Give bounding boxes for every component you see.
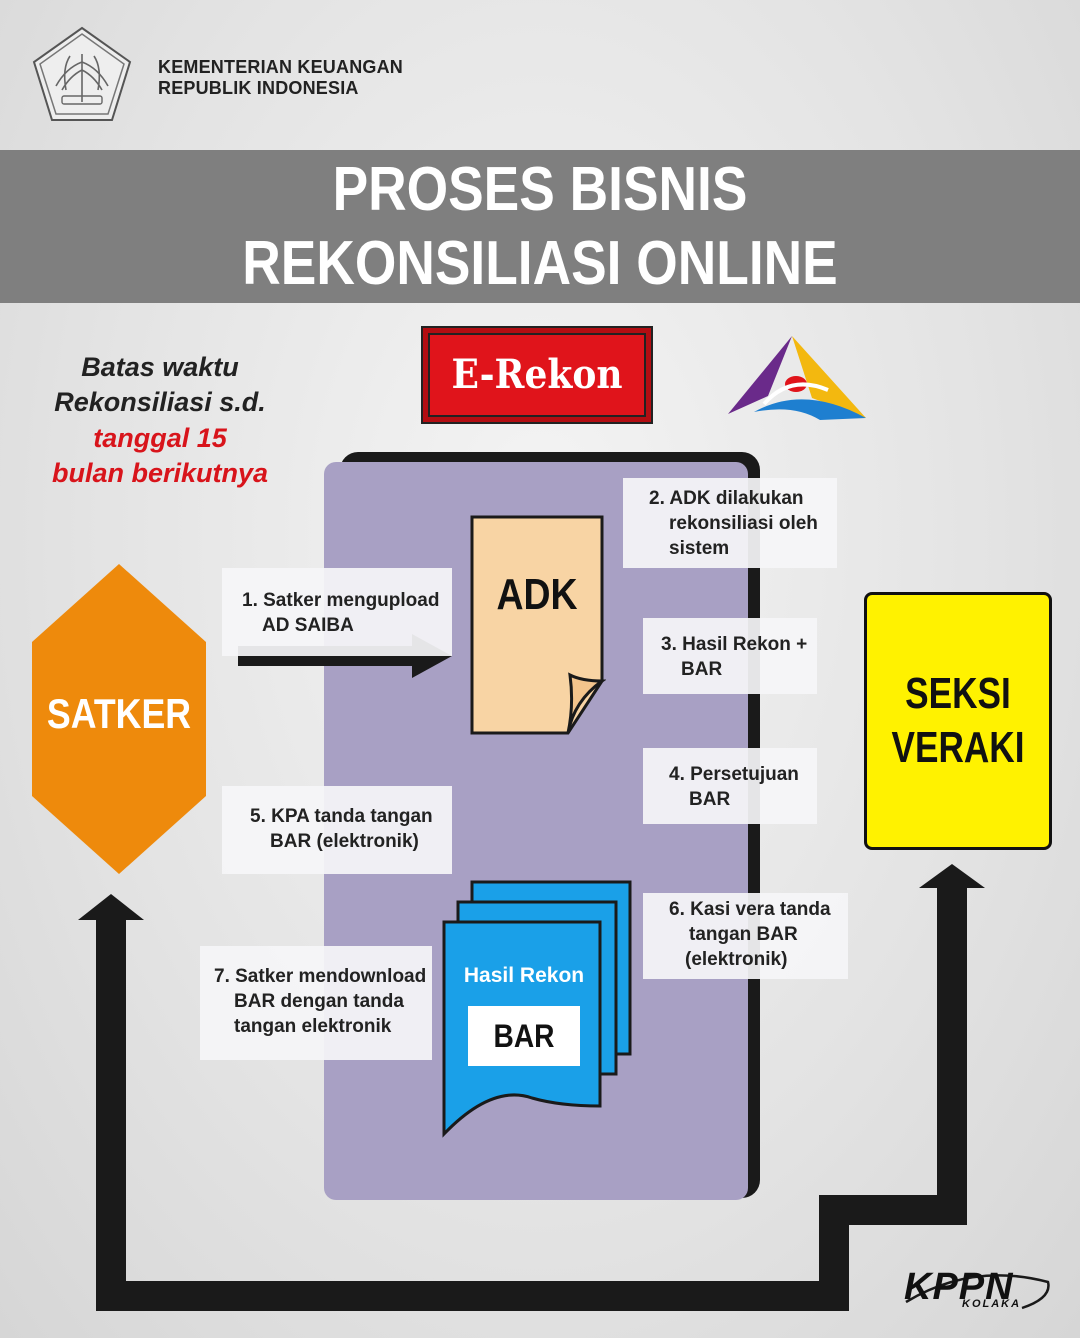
- step-2-line3: sistem: [669, 538, 730, 559]
- step-4-note: 4. Persetujuan BAR: [643, 748, 817, 824]
- erekon-badge: E-Rekon: [421, 326, 653, 424]
- satker-label: SATKER: [46, 690, 192, 737]
- deadline-line2: Rekonsiliasi s.d.: [54, 387, 266, 417]
- step-1-note: 1. Satker mengupload AD SAIBA: [222, 568, 452, 656]
- step-7-line2: BAR dengan tanda: [234, 991, 404, 1012]
- djpb-logo-icon: [728, 336, 866, 420]
- seksi-label-line2: VERAKI: [891, 723, 1025, 772]
- kppn-logo-subtext: KOLAKA: [962, 1298, 1022, 1310]
- kemenkeu-emblem-icon: [32, 26, 132, 121]
- adk-label: ADK: [496, 570, 578, 619]
- erekon-label: E-Rekon: [451, 351, 623, 398]
- step-7-line1: 7. Satker mendownload: [214, 966, 427, 987]
- step-4-line2: BAR: [689, 789, 731, 810]
- step-6-line1: 6. Kasi vera tanda: [669, 899, 831, 920]
- step-2-note: 2. ADK dilakukan rekonsiliasi oleh siste…: [623, 478, 837, 568]
- bar-label-box: BAR: [468, 1006, 580, 1066]
- step-3-line1: 3. Hasil Rekon +: [661, 634, 808, 655]
- page-title-line2: REKONSILIASI ONLINE: [242, 229, 838, 298]
- step-1-line1: 1. Satker mengupload: [242, 590, 440, 611]
- hasil-rekon-label: Hasil Rekon: [463, 964, 585, 987]
- title-banner: [0, 150, 1080, 303]
- deadline-line3: tanggal 15: [93, 423, 227, 453]
- step-5-note: 5. KPA tanda tangan BAR (elektronik): [222, 786, 452, 874]
- adk-document-icon: [470, 515, 606, 735]
- step-4-line1: 4. Persetujuan: [669, 764, 799, 785]
- kppn-logo-icon: [905, 1274, 1050, 1310]
- step-1-line2: AD SAIBA: [262, 615, 354, 636]
- step-5-line1: 5. KPA tanda tangan: [250, 806, 433, 827]
- step-6-note: 6. Kasi vera tanda tangan BAR (elektroni…: [643, 893, 848, 979]
- step-7-line3: tangan elektronik: [234, 1016, 392, 1037]
- step-3-line2: BAR: [681, 659, 723, 680]
- step-2-line1: 2. ADK dilakukan: [649, 488, 804, 509]
- seksi-veraki-box: SEKSI VERAKI: [864, 592, 1052, 850]
- ministry-name-line2: REPUBLIK INDONESIA: [158, 78, 359, 98]
- step-7-note: 7. Satker mendownload BAR dengan tanda t…: [200, 946, 432, 1060]
- step-6-line3: (elektronik): [685, 949, 788, 970]
- satker-hexagon: [32, 564, 206, 874]
- bar-label: BAR: [493, 1018, 555, 1054]
- page-title-line1: PROSES BISNIS: [332, 155, 748, 224]
- step-6-line2: tangan BAR: [689, 924, 798, 945]
- deadline-line1: Batas waktu: [81, 352, 239, 382]
- step-5-line2: BAR (elektronik): [270, 831, 419, 852]
- kppn-logo-text: KPPN: [904, 1266, 1014, 1308]
- seksi-label-line1: SEKSI: [905, 669, 1011, 718]
- step-3-note: 3. Hasil Rekon + BAR: [643, 618, 817, 694]
- step-2-line2: rekonsiliasi oleh: [669, 513, 818, 534]
- ministry-name-line1: KEMENTERIAN KEUANGAN: [158, 57, 404, 77]
- deadline-line4: bulan berikutnya: [51, 458, 269, 488]
